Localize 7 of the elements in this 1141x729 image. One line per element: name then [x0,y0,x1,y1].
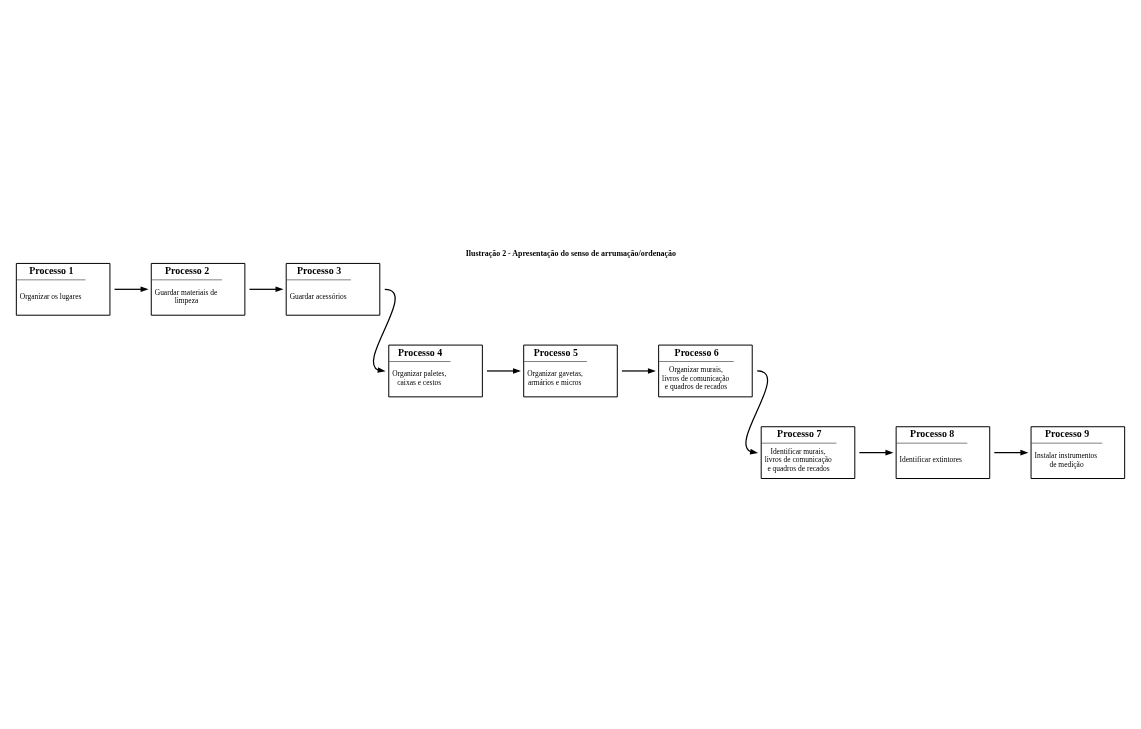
arrow [858,449,894,456]
arrow [993,449,1029,456]
arrow [486,368,521,374]
arrow [621,368,656,374]
arrow [113,286,149,293]
diagram-title: Ilustração 2 - Apresentação do senso de arrumação/ordenação [465,248,677,258]
arrow [248,286,284,293]
